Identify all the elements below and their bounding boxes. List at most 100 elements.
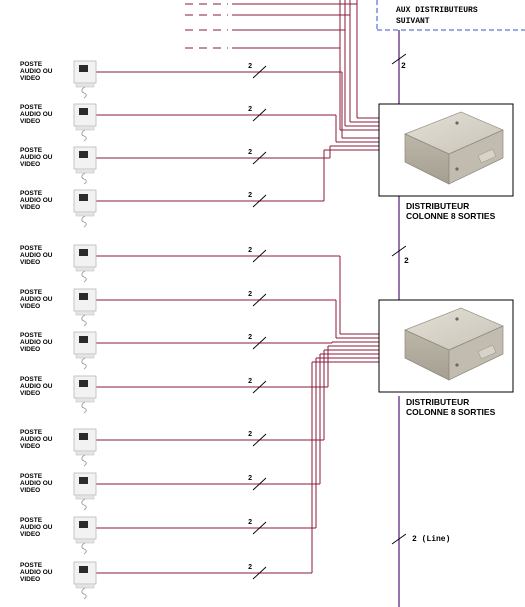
note-line-2: SUIVANT <box>396 17 430 26</box>
station-label-3: VIDEO <box>20 346 40 353</box>
wire-5: 2 <box>96 247 379 335</box>
bus-tick-bottom <box>391 533 407 545</box>
station-label-3: VIDEO <box>20 443 40 450</box>
wire-count-tick <box>252 380 267 394</box>
wire-count-tick <box>252 151 267 165</box>
wire-count-label: 2 <box>248 106 252 114</box>
station-label-1: POSTE <box>20 562 43 569</box>
screw-icon <box>455 363 459 367</box>
wire-count-tick <box>252 194 267 208</box>
wire-count-tick <box>252 566 267 580</box>
wire-1: 2 <box>96 63 379 139</box>
intercom-station-icon <box>73 331 97 370</box>
station-label-1: POSTE <box>20 289 43 296</box>
intercom-station-icon <box>73 375 97 414</box>
station-label-2: AUDIO OU <box>20 252 53 259</box>
wire-4: 2 <box>96 149 379 208</box>
station-label-2: AUDIO OU <box>20 339 53 346</box>
label-plate-icon <box>477 344 497 360</box>
station-label-3: VIDEO <box>20 531 40 538</box>
distributor-label-1: DISTRIBUTEUR <box>406 397 469 407</box>
bus-label-top: 2 <box>401 62 406 71</box>
station-label-1: POSTE <box>20 473 43 480</box>
station-label-3: VIDEO <box>20 161 40 168</box>
next-distributors-note: AUX DISTRIBUTEURS SUIVANT <box>376 0 525 31</box>
wire-count-tick <box>252 477 267 491</box>
station-label-2: AUDIO OU <box>20 480 53 487</box>
station-label-1: POSTE <box>20 190 43 197</box>
wire-count-tick <box>252 249 267 263</box>
wire-count-label: 2 <box>248 378 252 386</box>
wire-11: 2 <box>96 357 379 535</box>
wire-count-tick <box>252 108 267 122</box>
wire-count-label: 2 <box>248 149 252 157</box>
wire-count-label: 2 <box>248 431 252 439</box>
distributor-box-right <box>448 129 504 185</box>
station-label-3: VIDEO <box>20 487 40 494</box>
station-label-3: VIDEO <box>20 259 40 266</box>
station-label-2: AUDIO OU <box>20 296 53 303</box>
intercom-station-icon <box>73 288 97 327</box>
station-label-1: POSTE <box>20 245 43 252</box>
station-label-2: AUDIO OU <box>20 68 53 75</box>
station-label-2: AUDIO OU <box>20 569 53 576</box>
intercom-station-icon <box>73 516 97 555</box>
wire-count-tick <box>252 65 267 79</box>
station-label-3: VIDEO <box>20 204 40 211</box>
intercom-station-icon <box>73 146 97 185</box>
wire-7: 2 <box>96 334 379 350</box>
station-label-1: POSTE <box>20 429 43 436</box>
station-label-2: AUDIO OU <box>20 383 53 390</box>
distributor-label-2: COLONNE 8 SORTIES <box>406 407 496 417</box>
wire-count-label: 2 <box>248 291 252 299</box>
wire-count-tick <box>252 521 267 535</box>
wire-12: 2 <box>96 361 379 580</box>
intercom-station-icon <box>73 60 97 99</box>
screw-icon <box>455 317 459 321</box>
riser-bus: 2 2 2 (Line) <box>391 30 450 607</box>
station-label-1: POSTE <box>20 376 43 383</box>
intercom-station-icon <box>73 244 97 283</box>
station-label-3: VIDEO <box>20 118 40 125</box>
station-label-2: AUDIO OU <box>20 197 53 204</box>
distributor-label-2: COLONNE 8 SORTIES <box>406 211 496 221</box>
wire-6: 2 <box>96 291 379 339</box>
bus-tick-middle <box>391 245 407 257</box>
station-label-1: POSTE <box>20 332 43 339</box>
station-label-1: POSTE <box>20 61 43 68</box>
bus-label-bottom: 2 (Line) <box>412 535 450 544</box>
intercom-station-icon <box>73 103 97 142</box>
distributor-box-right <box>448 325 504 381</box>
station-label-3: VIDEO <box>20 390 40 397</box>
screw-icon <box>455 167 459 171</box>
intercom-station-icon <box>73 472 97 511</box>
station-label-2: AUDIO OU <box>20 436 53 443</box>
wire-count-label: 2 <box>248 564 252 572</box>
station-label-2: AUDIO OU <box>20 154 53 161</box>
intercom-station-icon <box>73 428 97 467</box>
wire-3: 2 <box>96 145 379 165</box>
station-label-2: AUDIO OU <box>20 111 53 118</box>
label-plate-icon <box>477 148 497 164</box>
intercom-station-icon <box>73 189 97 228</box>
wire-count-tick <box>252 293 267 307</box>
screw-icon <box>455 121 459 125</box>
note-line-1: AUX DISTRIBUTEURS <box>396 6 478 15</box>
station-label-3: VIDEO <box>20 576 40 583</box>
station-label-2: AUDIO OU <box>20 524 53 531</box>
wire-count-label: 2 <box>248 247 252 255</box>
wire-10: 2 <box>96 353 379 491</box>
station-label-1: POSTE <box>20 147 43 154</box>
